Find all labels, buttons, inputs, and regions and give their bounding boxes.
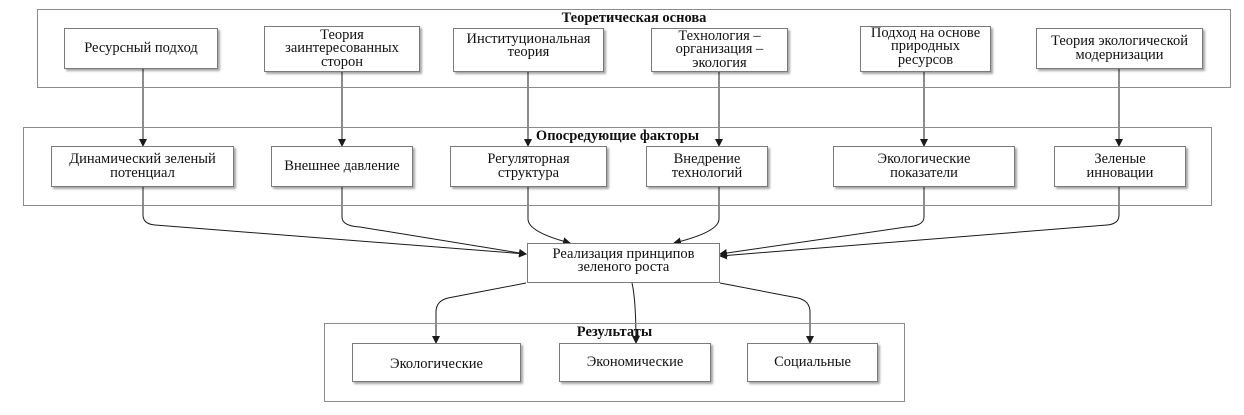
mediating-box-green-innovation: Зеленые инновации bbox=[1054, 146, 1186, 187]
arrow-result-2 bbox=[631, 282, 640, 344]
arrow-mediating-4 bbox=[673, 187, 720, 246]
mediating-box-label: Зеленые инновации bbox=[1086, 151, 1154, 181]
green-growth-label: Реализация принципов зеленого роста bbox=[552, 245, 695, 275]
result-box-ecological: Экологические bbox=[352, 343, 521, 382]
theory-box-label: Технология – организация – экология bbox=[675, 27, 764, 71]
mediating-box-label: Внедрение технологий bbox=[671, 151, 743, 181]
result-box-label: Социальные bbox=[774, 353, 851, 370]
theory-box-stakeholder: Теория заинтересованных сторон bbox=[264, 26, 420, 72]
mediating-box-technology: Внедрение технологий bbox=[646, 146, 768, 187]
result-box-label: Экономические bbox=[586, 353, 684, 370]
mediating-box-regulatory: Регуляторная структура bbox=[450, 146, 607, 187]
result-box-label: Экологические bbox=[390, 355, 483, 372]
theory-box-toe: Технология – организация – экология bbox=[651, 28, 788, 72]
theory-box-natural-resource: Подход на основе природных ресурсов bbox=[860, 26, 991, 72]
mediating-box-label: Внешнее давление bbox=[284, 157, 400, 174]
green-growth-box: Реализация принципов зеленого роста bbox=[527, 243, 720, 283]
theory-box-label: Подход на основе природных ресурсов bbox=[870, 24, 981, 68]
theory-box-label: Ресурсный подход bbox=[84, 39, 198, 56]
mediating-box-ecological-indicators: Экологические показатели bbox=[833, 146, 1015, 187]
results-panel: Результаты bbox=[324, 323, 905, 402]
arrow-mediating-2 bbox=[341, 187, 527, 257]
theory-box-resource: Ресурсный подход bbox=[64, 28, 218, 69]
arrow-mediating-3 bbox=[527, 187, 571, 246]
mediating-box-dynamic-potential: Динамический зеленый потенциал bbox=[51, 146, 234, 187]
mediating-panel: Опосредующие факторы bbox=[23, 127, 1212, 206]
mediating-box-label: Экологические показатели bbox=[877, 151, 971, 181]
result-box-social: Социальные bbox=[747, 343, 878, 382]
arrow-result-3 bbox=[719, 282, 814, 344]
theory-box-label: Теория заинтересованных сторон bbox=[285, 26, 399, 70]
mediating-box-label: Регуляторная структура bbox=[487, 151, 570, 181]
theory-box-label: Институциональная теория bbox=[466, 30, 591, 60]
arrow-result-1 bbox=[432, 282, 527, 344]
mediating-box-label: Динамический зеленый потенциал bbox=[69, 151, 216, 181]
theory-panel: Теоретическая основа bbox=[37, 9, 1231, 88]
theory-box-ecomodernization: Теория экологической модернизации bbox=[1036, 28, 1203, 69]
result-box-economic: Экономические bbox=[559, 343, 711, 382]
theory-title: Теоретическая основа bbox=[561, 10, 707, 26]
arrow-mediating-5 bbox=[719, 187, 925, 257]
theory-box-institutional: Институциональная теория bbox=[453, 28, 604, 72]
theory-box-label: Теория экологической модернизации bbox=[1051, 33, 1188, 63]
mediating-box-external-pressure: Внешнее давление bbox=[271, 146, 413, 187]
mediating-title: Опосредующие факторы bbox=[535, 128, 700, 144]
arrow-mediating-1 bbox=[142, 187, 527, 258]
arrow-mediating-6 bbox=[719, 187, 1120, 260]
results-title: Результаты bbox=[576, 324, 653, 340]
